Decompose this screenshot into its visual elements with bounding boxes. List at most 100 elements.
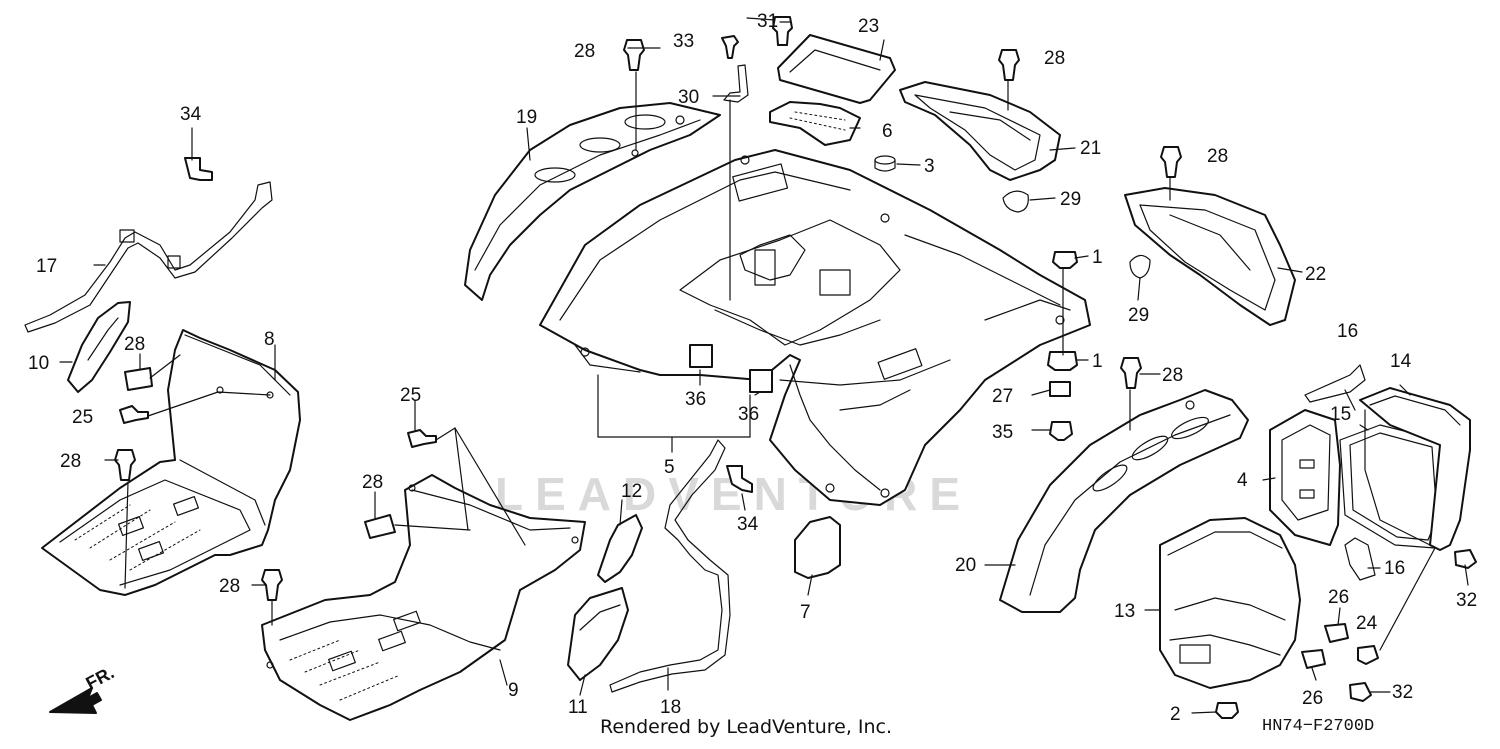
callout-36: 36 (738, 404, 759, 425)
side-cover-part-22 (1124, 187, 1296, 326)
bolt-34 (184, 157, 213, 181)
callout-28: 28 (219, 576, 240, 597)
callout-30: 30 (678, 87, 699, 108)
callout-25: 25 (400, 385, 421, 406)
pad-36 (749, 369, 773, 393)
callout-26: 26 (1302, 688, 1323, 709)
front-label: FR. (82, 662, 117, 693)
clip-part-16 (1304, 364, 1376, 581)
footrest-right-part-9 (261, 474, 586, 721)
callout-14: 14 (1390, 351, 1412, 372)
callout-16: 16 (1384, 558, 1405, 579)
callout-4: 4 (1237, 470, 1248, 491)
callout-26: 26 (1328, 587, 1349, 608)
credit-text: Rendered by LeadVenture, Inc. (600, 716, 893, 738)
callout-31: 31 (757, 11, 778, 32)
guard-part-10 (67, 301, 131, 393)
seal-part-15 (1339, 424, 1446, 549)
fasteners (114, 16, 1477, 719)
callout-7: 7 (800, 602, 811, 623)
bolt-24 (1357, 645, 1379, 665)
callout-27: 27 (992, 386, 1013, 407)
pushpin-28 (998, 49, 1020, 81)
bolt-35 (1049, 421, 1073, 441)
nut-1 (1047, 351, 1078, 371)
callout-28: 28 (124, 334, 145, 355)
clip-part-29 (1002, 190, 1151, 279)
callout-28: 28 (1162, 365, 1183, 386)
bracket-part-4 (1269, 409, 1341, 546)
pushpin-28 (1160, 146, 1182, 178)
pushpin-28 (124, 367, 153, 391)
callout-16: 16 (1337, 321, 1358, 342)
callout-1: 1 (1092, 351, 1103, 372)
bolt-25 (119, 405, 149, 424)
pushpin-28 (261, 569, 283, 601)
callout-29: 29 (1128, 305, 1149, 326)
callout-19: 19 (516, 107, 537, 128)
grommet-2 (1215, 702, 1239, 719)
callout-18: 18 (660, 697, 681, 718)
guard-part-7 (794, 516, 841, 579)
guard-part-12 (597, 514, 643, 583)
callout-17: 17 (36, 256, 57, 277)
callout-21: 21 (1080, 138, 1101, 159)
nut-1 (1052, 251, 1078, 269)
callout-32: 32 (1392, 682, 1413, 703)
pushpin-28 (623, 39, 645, 71)
callout-23: 23 (858, 16, 879, 37)
callout-11: 11 (568, 697, 588, 718)
side-cover-part-21 (899, 81, 1061, 181)
callout-28: 28 (60, 451, 81, 472)
rod-part-18 (609, 439, 731, 693)
callout-25: 25 (72, 407, 93, 428)
callout-28: 28 (362, 472, 383, 493)
pad-part-6 (769, 101, 861, 146)
callout-15: 15 (1330, 404, 1351, 425)
rear-fender-part-5 (539, 149, 1091, 506)
callout-33: 33 (673, 31, 694, 52)
callout-12: 12 (621, 481, 642, 502)
callout-34: 34 (737, 514, 759, 535)
callout-22: 22 (1305, 264, 1326, 285)
pushpin-28 (1120, 357, 1142, 389)
callout-36: 36 (685, 389, 706, 410)
bolt-32 (1349, 682, 1372, 702)
screw-33 (721, 35, 739, 59)
callout-5: 5 (664, 457, 675, 478)
callout-2: 2 (1170, 704, 1181, 725)
bolt-25 (407, 429, 437, 448)
callout-10: 10 (28, 353, 49, 374)
rod-part-17 (24, 181, 273, 333)
bolt-26 (1301, 649, 1326, 669)
diagram-code: HN74−F2700D (1262, 717, 1375, 736)
callout-1: 1 (1092, 247, 1103, 268)
collar-27 (1049, 381, 1071, 397)
bolt-26 (1324, 623, 1349, 643)
footrest-left-part-8 (41, 329, 301, 596)
pushpin-28 (364, 514, 396, 539)
callout-34: 34 (180, 104, 202, 125)
front-direction-arrow: FR. (49, 662, 117, 714)
case-part-13 (1159, 517, 1301, 689)
box-part-14 (1359, 387, 1471, 551)
callout-13: 13 (1114, 601, 1135, 622)
callout-32: 32 (1456, 590, 1477, 611)
callout-24: 24 (1356, 613, 1378, 634)
bolt-34 (726, 465, 753, 493)
guard-part-11 (567, 587, 629, 681)
callout-6: 6 (882, 121, 893, 142)
bolt-32 (1454, 549, 1477, 569)
cover-part-23 (777, 34, 896, 104)
callout-20: 20 (955, 555, 976, 576)
leader-lines (59, 17, 1469, 714)
callout-35: 35 (992, 422, 1013, 443)
callout-8: 8 (264, 329, 275, 350)
callout-29: 29 (1060, 189, 1081, 210)
callout-28: 28 (574, 41, 595, 62)
pushpin-31 (772, 16, 793, 46)
pushpin-28 (114, 449, 136, 481)
callout-3: 3 (924, 156, 935, 177)
